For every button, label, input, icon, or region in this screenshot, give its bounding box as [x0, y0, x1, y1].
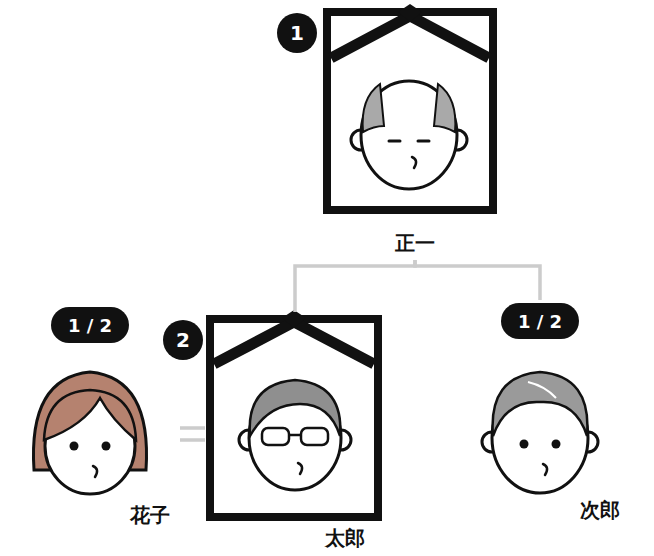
- memorial-portrait: [327, 4, 493, 210]
- descent-line: [295, 260, 415, 312]
- callout-number: 2: [163, 320, 203, 360]
- share-badge: 1 / 2: [501, 303, 579, 339]
- person-figure: [33, 372, 146, 494]
- memorial-portrait: [210, 310, 378, 517]
- person-figure: [482, 372, 598, 493]
- share-badge: 1 / 2: [51, 307, 129, 343]
- person-name: 太郎: [325, 527, 365, 549]
- person-node: 正一: [322, 4, 498, 260]
- marriage-line: [180, 428, 205, 440]
- person-name: 花子: [130, 504, 170, 526]
- callout-number: 1: [277, 13, 317, 53]
- descent-line: [415, 260, 540, 300]
- person-node: 花子: [30, 365, 180, 530]
- person-name: 正一: [395, 232, 435, 254]
- person-node: 太郎: [205, 312, 383, 552]
- person-name: 次郎: [580, 499, 620, 521]
